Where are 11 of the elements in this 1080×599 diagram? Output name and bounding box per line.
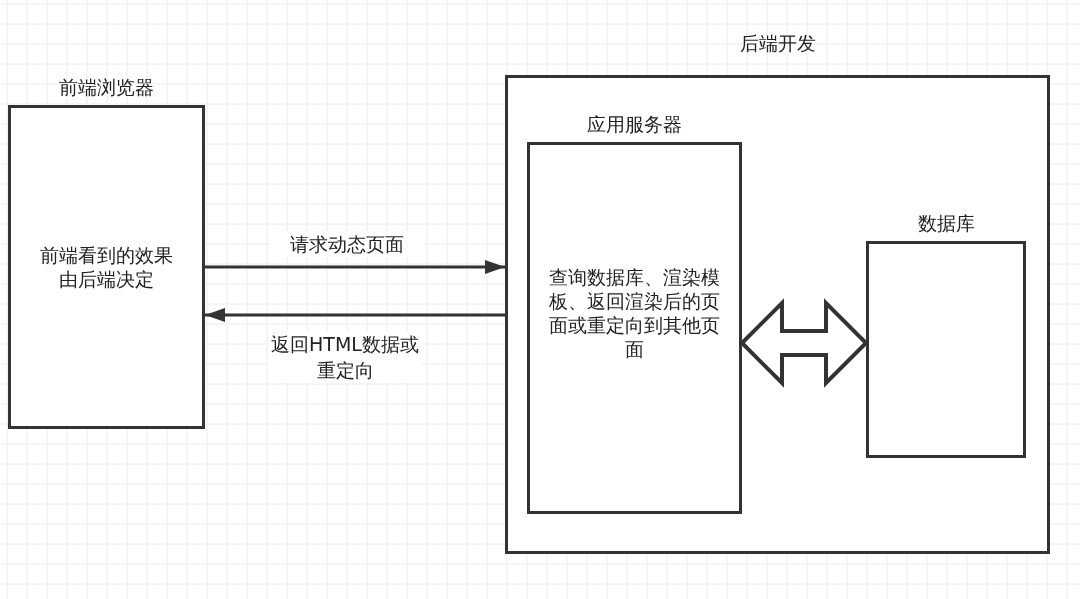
box-text: 前端看到的效果由后端决定 bbox=[39, 243, 174, 291]
box-text: 查询数据库、渲染模板、返回渲染后的页面或重定向到其他页面 bbox=[548, 265, 721, 361]
double-arrow bbox=[739, 298, 869, 388]
box-heading: 数据库 bbox=[917, 211, 975, 236]
box-heading: 前端浏览器 bbox=[59, 75, 154, 100]
arrow bbox=[205, 308, 505, 322]
arrow bbox=[205, 260, 505, 274]
edge-label: 返回HTML数据或重定向 bbox=[268, 331, 422, 383]
edge-label: 请求动态页面 bbox=[270, 231, 424, 257]
box-heading: 应用服务器 bbox=[587, 112, 682, 137]
box-heading: 后端开发 bbox=[739, 31, 816, 56]
